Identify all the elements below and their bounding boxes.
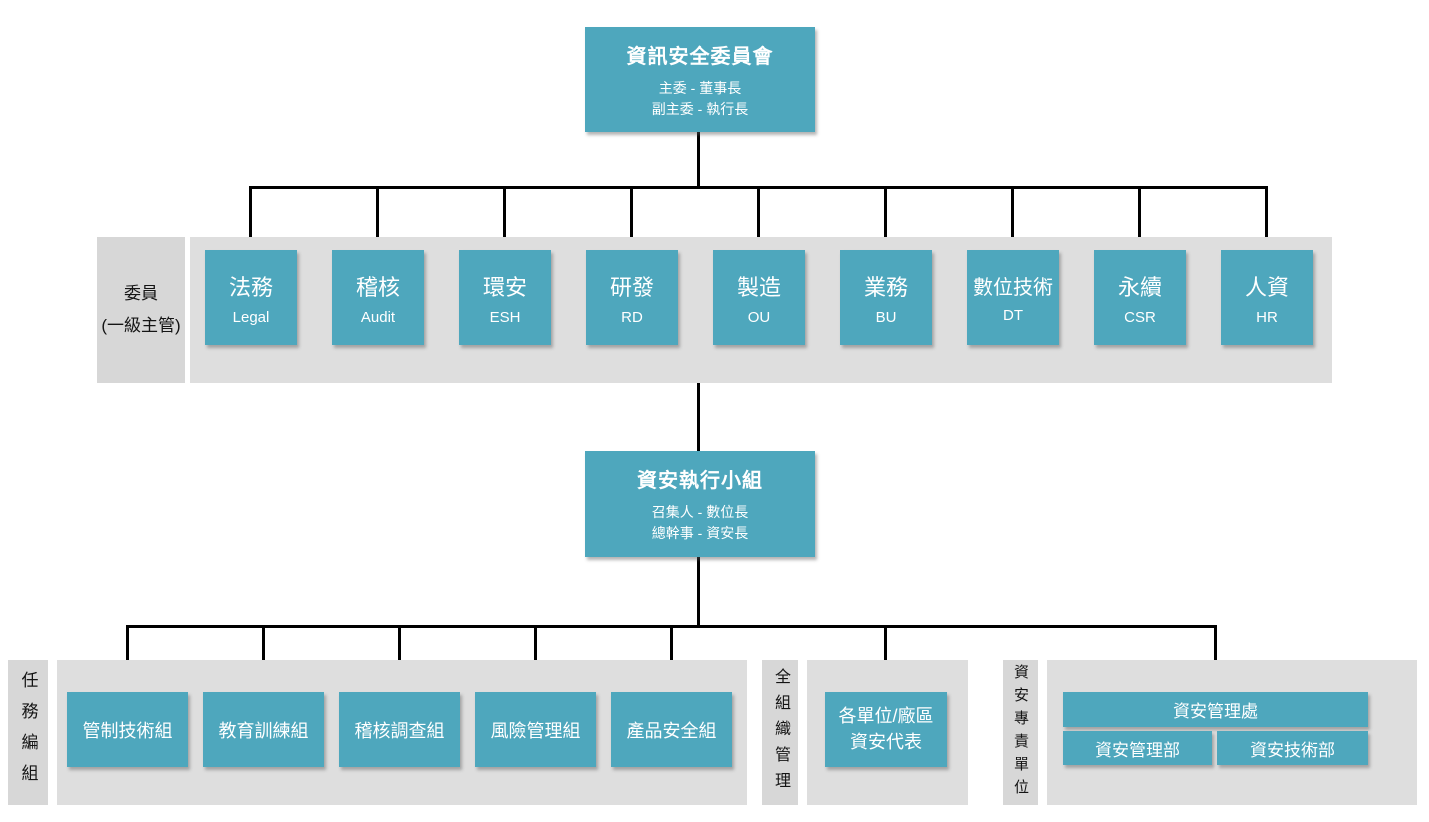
- member-box-ou: 製造 OU: [713, 250, 805, 345]
- member-zh: 環安: [482, 274, 527, 300]
- member-box-legal: 法務 Legal: [205, 250, 297, 345]
- member-en: BU: [875, 308, 897, 326]
- task-box-risk-management: 風險管理組: [475, 692, 596, 767]
- dedicated-unit-label: 資安專責單位: [1003, 660, 1038, 805]
- dedicated-unit-label-text: 資安專責單位: [1012, 663, 1029, 802]
- connector: [262, 625, 265, 692]
- task-box-label: 風險管理組: [490, 720, 581, 741]
- connector: [1138, 186, 1141, 250]
- member-box-rd: 研發 RD: [586, 250, 678, 345]
- task-group-label-text: 任務編組: [18, 670, 38, 795]
- member-en: ESH: [489, 308, 521, 326]
- connector: [376, 186, 379, 250]
- task-group-label: 任務編組: [8, 660, 48, 805]
- connector: [884, 625, 887, 692]
- connector: [697, 383, 700, 451]
- security-management-division-box: 資安管理處: [1063, 692, 1368, 727]
- task-box-label: 管制技術組: [82, 720, 173, 741]
- connector: [1011, 186, 1014, 250]
- connector: [884, 186, 887, 250]
- connector: [670, 625, 673, 692]
- connector: [697, 557, 700, 627]
- exec-team-title: 資安執行小組: [637, 470, 763, 492]
- member-zh: 數位技術: [973, 277, 1053, 299]
- task-box-label: 稽核調查組: [354, 720, 445, 741]
- security-exec-team-box: 資安執行小組 召集人 - 數位長 總幹事 - 資安長: [585, 451, 815, 557]
- member-zh: 業務: [863, 274, 908, 300]
- member-box-csr: 永續 CSR: [1094, 250, 1186, 345]
- connector: [398, 625, 401, 692]
- member-box-dt: 數位技術 DT: [967, 250, 1059, 345]
- connector: [126, 625, 129, 692]
- department-label: 資安技術部: [1250, 740, 1335, 760]
- unit-plant-security-rep-box: 各單位/廠區 資安代表: [825, 692, 947, 767]
- rep-box-line2: 資安代表: [850, 731, 922, 752]
- department-label: 資安管理部: [1095, 740, 1180, 760]
- connector: [249, 186, 252, 250]
- org-wide-label-text: 全組織管理: [772, 667, 789, 798]
- security-technology-dept-box: 資安技術部: [1217, 731, 1368, 765]
- connector: [757, 186, 760, 250]
- members-label-line2: (一級主管): [101, 316, 181, 335]
- task-box-education-training: 教育訓練組: [203, 692, 324, 767]
- connector: [534, 625, 537, 692]
- member-zh: 研發: [609, 274, 654, 300]
- member-en: RD: [621, 308, 643, 326]
- rep-box-line1: 各單位/廠區: [838, 706, 934, 727]
- member-en: Legal: [232, 308, 270, 326]
- member-box-bu: 業務 BU: [840, 250, 932, 345]
- member-box-audit: 稽核 Audit: [332, 250, 424, 345]
- division-label: 資安管理處: [1173, 702, 1258, 721]
- member-box-esh: 環安 ESH: [459, 250, 551, 345]
- org-wide-label: 全組織管理: [762, 660, 798, 805]
- member-en: HR: [1256, 308, 1278, 326]
- member-zh: 人資: [1244, 274, 1289, 300]
- task-box-control-tech: 管制技術組: [67, 692, 188, 767]
- task-box-audit-investigation: 稽核調查組: [339, 692, 460, 767]
- member-en: DT: [1003, 307, 1023, 324]
- connector: [503, 186, 506, 250]
- members-label-line1: 委員: [123, 283, 158, 303]
- exec-team-secretary: 總幹事 - 資安長: [651, 525, 749, 541]
- member-en: OU: [747, 308, 771, 326]
- connector: [697, 132, 700, 188]
- member-box-hr: 人資 HR: [1221, 250, 1313, 345]
- connector: [1214, 625, 1217, 692]
- info-security-committee-box: 資訊安全委員會 主委 - 董事長 副主委 - 執行長: [585, 27, 815, 132]
- task-box-label: 產品安全組: [626, 720, 717, 741]
- committee-title: 資訊安全委員會: [626, 45, 774, 68]
- member-zh: 法務: [228, 274, 273, 300]
- member-en: Audit: [360, 308, 396, 326]
- member-zh: 稽核: [355, 274, 400, 300]
- task-box-label: 教育訓練組: [218, 720, 309, 741]
- connector: [1265, 186, 1268, 250]
- security-management-dept-box: 資安管理部: [1063, 731, 1212, 765]
- member-zh: 製造: [736, 274, 781, 300]
- task-box-product-security: 產品安全組: [611, 692, 732, 767]
- connector: [630, 186, 633, 250]
- member-zh: 永續: [1117, 274, 1162, 300]
- committee-chair: 主委 - 董事長: [658, 79, 742, 96]
- members-row-label: 委員 (一級主管): [97, 237, 185, 383]
- committee-vice-chair: 副主委 - 執行長: [651, 100, 749, 117]
- exec-team-convener: 召集人 - 數位長: [651, 504, 749, 520]
- member-en: CSR: [1124, 308, 1156, 326]
